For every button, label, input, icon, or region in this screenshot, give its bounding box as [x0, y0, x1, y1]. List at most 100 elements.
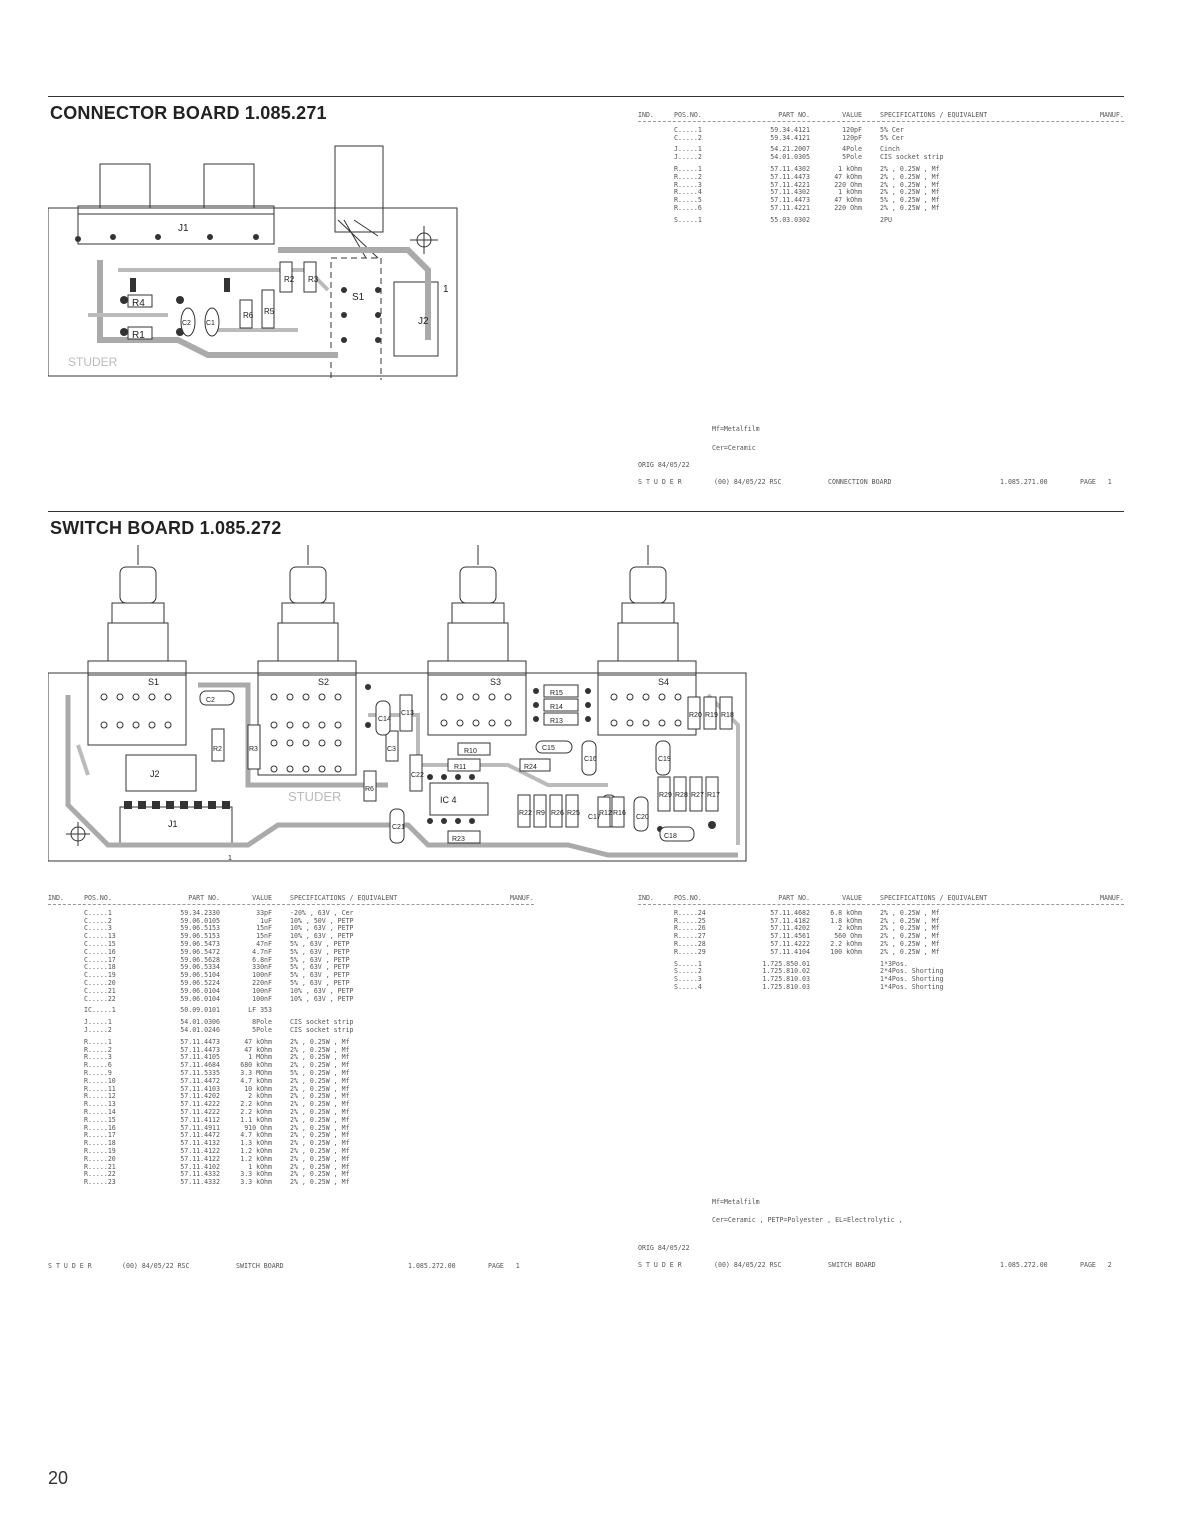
part-position: R.....11 — [84, 1084, 116, 1093]
label-j1: J1 — [168, 819, 178, 829]
label-c1: C1 — [206, 320, 215, 327]
part-value: 100 kOhm — [830, 947, 862, 956]
part-value: 47 kOhm — [834, 172, 862, 181]
label-c2: C2 — [182, 320, 191, 327]
part-value: 15nF — [256, 924, 272, 933]
part-value: 560 Ohm — [834, 932, 862, 941]
column-header: PART NO. — [778, 894, 810, 902]
part-specification: 2% , 0.25W , Mf — [290, 1045, 350, 1054]
part-position: S.....1 — [674, 959, 702, 968]
label-r25: R25 — [567, 810, 580, 817]
part-number: 57.11.4104 — [770, 947, 810, 956]
part-position: R.....9 — [84, 1068, 112, 1077]
column-header: POS.NO. — [84, 894, 112, 902]
part-specification: 5% , 63V , PETP — [290, 947, 350, 956]
footer-rev: (00) 84/05/22 RSC — [714, 478, 782, 486]
part-position: R.....13 — [84, 1100, 116, 1109]
part-value: 5Pole — [842, 153, 862, 162]
part-position: R.....3 — [84, 1053, 112, 1062]
label-j2: J2 — [150, 769, 160, 779]
label-c16: C16 — [584, 756, 597, 763]
part-position: R.....16 — [84, 1123, 116, 1132]
part-position: C.....15 — [84, 939, 116, 948]
part-position: R.....27 — [674, 932, 706, 941]
part-position: R.....24 — [674, 908, 706, 917]
part-value: 10 kOhm — [244, 1084, 272, 1093]
part-specification: 2% , 0.25W , Mf — [880, 188, 940, 197]
part-position: C.....2 — [674, 133, 702, 142]
part-position: R.....2 — [674, 172, 702, 181]
part-specification: Cinch — [880, 145, 900, 154]
part-value: 1 MOhm — [248, 1053, 272, 1062]
part-number: 57.11.4221 — [770, 203, 810, 212]
footer-docno: 1.085.272.00 — [1000, 1261, 1048, 1269]
part-position: J.....2 — [674, 153, 702, 162]
part-specification: 5% , 63V , PETP — [290, 955, 350, 964]
switch-s1-body — [334, 145, 384, 233]
part-specification: 2% , 0.25W , Mf — [290, 1131, 350, 1140]
part-number: 57.11.4561 — [770, 932, 810, 941]
part-value: 5Pole — [252, 1025, 272, 1034]
part-number: 59.06.0104 — [180, 986, 220, 995]
part-position: C.....2 — [84, 916, 112, 925]
connector-note-mf: Mf=Metalfilm — [712, 425, 760, 433]
column-header: VALUE — [842, 894, 862, 902]
label-r9: R9 — [536, 810, 545, 817]
switch-note-mf: Mf=Metalfilm — [712, 1198, 760, 1206]
part-number: 57.11.4472 — [180, 1131, 220, 1140]
part-number: 54.01.0246 — [180, 1025, 220, 1034]
part-number: 59.06.0104 — [180, 994, 220, 1003]
part-position: IC.....1 — [84, 1006, 116, 1015]
label-r14: R14 — [550, 704, 563, 711]
label-c17: C17 — [588, 814, 601, 821]
part-specification: 2*4Pos. Shorting — [880, 967, 944, 976]
switch-footer-page-2: S T U D E R (00) 84/05/22 RSC SWITCH BOA… — [638, 1261, 1124, 1270]
footer-rev: (00) 84/05/22 RSC — [122, 1262, 190, 1270]
part-specification: -20% , 63V , Cer — [290, 908, 354, 917]
part-value: 680 kOhm — [240, 1061, 272, 1070]
footer-page: PAGE 2 — [1080, 1261, 1112, 1269]
part-number: 59.06.5153 — [180, 924, 220, 933]
label-r26: R26 — [551, 810, 564, 817]
column-header: MANUF. — [510, 894, 534, 902]
part-number: 57.11.4221 — [770, 180, 810, 189]
connector-orig-date: ORIG 84/05/22 — [638, 461, 690, 469]
label-c21: C21 — [392, 824, 405, 831]
part-position: R.....17 — [84, 1131, 116, 1140]
part-value: 100nF — [252, 986, 272, 995]
label-r4: R4 — [132, 298, 145, 309]
part-number: 57.11.4102 — [180, 1162, 220, 1171]
column-header: MANUF. — [1100, 894, 1124, 902]
part-position: R.....6 — [674, 203, 702, 212]
part-position: R.....1 — [84, 1037, 112, 1046]
header-separator — [638, 120, 1124, 122]
part-specification: 2% , 0.25W , Mf — [880, 164, 940, 173]
part-number: 57.11.4222 — [180, 1107, 220, 1116]
part-specification: 2% , 0.25W , Mf — [880, 908, 940, 917]
part-value: 1.2 kOhm — [240, 1146, 272, 1155]
switch-s1-frame — [330, 257, 382, 380]
part-specification: 2PU — [880, 215, 892, 224]
part-position: C.....20 — [84, 978, 116, 987]
part-specification: 10% , 50V , PETP — [290, 916, 354, 925]
part-number: 1.725.810.03 — [762, 975, 810, 984]
part-number: 59.34.2330 — [180, 908, 220, 917]
label-r24: R24 — [524, 764, 537, 771]
label-r10: R10 — [464, 748, 477, 755]
part-number: 1.725.850.01 — [762, 959, 810, 968]
part-position: C.....3 — [84, 924, 112, 933]
switch-footer-page-1: S T U D E R (00) 84/05/22 RSC SWITCH BOA… — [48, 1262, 534, 1271]
